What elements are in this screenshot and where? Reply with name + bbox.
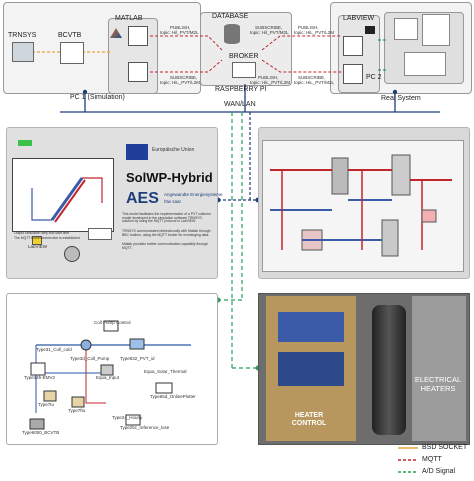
- heater-pipe-icon: [372, 305, 406, 435]
- electrical-heaters-label: ELECTRICAL HEATERS: [414, 375, 462, 393]
- labview-logo-icon: [365, 26, 375, 34]
- raspberry-label: RASPBERRY PI: [215, 86, 267, 93]
- coll-pump-control: Coll Pump Control: [94, 320, 131, 325]
- labview-small-label: LabVIEW: [28, 244, 48, 249]
- schematic-area: [262, 140, 464, 272]
- topic-left-sub: topic: HiL_PVT/L2M: [160, 80, 201, 85]
- heater-control-label: HEATER CONTROL: [291, 412, 327, 428]
- legend-bsd: BSD SOCKET: [422, 444, 468, 451]
- envelope-icon: [343, 64, 363, 84]
- labview-small-icon: [32, 236, 42, 245]
- publish-right: PUBLISH,: [298, 25, 319, 30]
- matlab-label: MATLAB: [115, 15, 143, 22]
- aes-sub: Angewandte Energiesysteme: [164, 192, 223, 197]
- envelope-icon: [128, 26, 148, 46]
- din-rail: [278, 352, 344, 386]
- publish-left: PUBLISH,: [170, 25, 191, 30]
- topic-right-sub: topic: HiL_PVT/M2L: [294, 80, 335, 85]
- type-pvt: Type832_PVT_id: [120, 356, 155, 361]
- knob-icon: [64, 246, 80, 262]
- eu-flag-icon: [126, 144, 148, 160]
- type-tu: Type7tu: [38, 402, 55, 407]
- solwp-title: SolWP-Hybrid: [126, 170, 213, 185]
- desc2: TRNSYS communicates bidirectionally with…: [122, 229, 211, 237]
- collector-diagram: [31, 177, 103, 223]
- broker-icon: [232, 62, 256, 78]
- type-coll: Type31_Coll_cold: [36, 347, 72, 352]
- state1: Output simulation step and start time: [14, 231, 70, 235]
- type-ftu: Type7ftu: [68, 408, 86, 413]
- state2: The MQTT broker connection is establishe…: [14, 236, 80, 240]
- desc1: This model facilitates the implementatio…: [122, 212, 211, 224]
- eu-label: Europäische Union: [152, 147, 195, 153]
- desc3: Matlab provides further communication ca…: [122, 242, 208, 250]
- equa-solar: Equa_Solar_Thermal: [144, 369, 187, 374]
- topic-mid-pub: topic: HiL_PVT/L2M: [250, 80, 291, 85]
- trnsys-icon: [12, 42, 34, 62]
- bcvtb-icon: [60, 42, 84, 64]
- subscribe-mid: SUBSCRIBE,: [255, 25, 283, 30]
- equa-input: Equa_Input: [96, 375, 120, 380]
- system-image-icon: [422, 14, 450, 46]
- type-bcvtb: Type6000_BCVTB: [22, 430, 60, 435]
- bcvtb-label: BCVTB: [58, 32, 82, 39]
- real-system-label: Real System: [381, 95, 421, 102]
- trnsys-flow: [29, 320, 191, 430]
- trnsys-label: TRNSYS: [8, 32, 37, 39]
- matlab-logo-icon: [110, 28, 122, 38]
- aes-title: AES: [126, 190, 159, 207]
- din-rail: [278, 312, 344, 342]
- frontpanel-diagram: [12, 158, 114, 232]
- type-sub: Type25c_reference_lose: [120, 425, 170, 430]
- database-label: DATABASE: [212, 13, 249, 20]
- database-icon: [224, 24, 240, 44]
- system-image-icon: [394, 18, 418, 40]
- legend-ad: A/D Signal: [422, 468, 456, 475]
- wan-label: WAN/LAN: [224, 101, 256, 108]
- publish-mid: PUBLISH,: [258, 75, 279, 80]
- legend-mqtt: MQTT: [422, 456, 442, 463]
- htw-label: htw saar: [164, 199, 182, 204]
- type-hourly: Type24_Hourly: [112, 415, 143, 420]
- wall-area: [412, 296, 466, 441]
- labview-label: LABVIEW: [343, 15, 375, 22]
- pc2-label: PC 2: [366, 74, 382, 81]
- topic-left-pub: topic: Hil_PVT/M2L: [160, 30, 199, 35]
- type-online: Type65d_OnlinePlotter: [150, 394, 196, 399]
- status-led-icon: [18, 140, 32, 146]
- type-pump: Type3d_Coll_Pump: [70, 356, 110, 361]
- topic-right-pub: topic: HiL_PVT/L2M: [294, 30, 335, 35]
- envelope-icon: [128, 62, 148, 82]
- subscribe-right: SUBSCRIBE,: [298, 75, 326, 80]
- hydraulic-schematic: [270, 154, 452, 257]
- type-eva: Type14h-EMV2: [24, 375, 56, 380]
- subscribe-left: SUBSCRIBE,: [170, 75, 198, 80]
- pc1-box: [3, 2, 201, 94]
- envelope-icon: [343, 36, 363, 56]
- indicator-box: [88, 228, 112, 240]
- broker-label: BROKER: [229, 53, 259, 60]
- pc1-label: PC 1 (Simulation): [70, 94, 125, 101]
- system-image-icon: [404, 52, 446, 76]
- topic-mid-sub: topic: Hil_PVT/M2L: [250, 30, 289, 35]
